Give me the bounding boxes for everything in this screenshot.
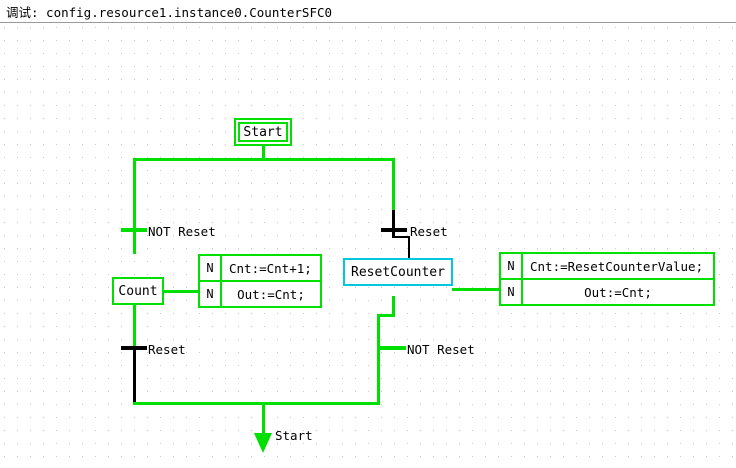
step-resetcounter[interactable]: ResetCounter <box>343 258 453 286</box>
divergence-bar-top <box>133 158 395 161</box>
jump-arrow-icon[interactable] <box>254 433 272 453</box>
jump-target-label: Start <box>275 428 313 443</box>
step-count-label: Count <box>118 283 158 299</box>
action-row[interactable]: N Out:=Cnt; <box>501 278 713 304</box>
page-title: 调试: config.resource1.instance0.CounterSF… <box>6 4 333 20</box>
convergence-bar-bottom <box>133 402 380 405</box>
transition-label-reset-bottom: Reset <box>148 342 186 357</box>
transition-bar-not-reset-top[interactable] <box>121 228 147 232</box>
step-resetcounter-label: ResetCounter <box>351 264 445 280</box>
wire-resetcounter-jog-horizontal <box>377 314 395 317</box>
wire-right-branch-upper <box>392 158 395 210</box>
wire-count-to-actions <box>163 290 199 293</box>
transition-label-reset-top: Reset <box>410 224 448 239</box>
transition-bar-reset-top[interactable] <box>381 228 407 232</box>
step-count[interactable]: Count <box>112 277 164 305</box>
action-qualifier: N <box>501 254 523 278</box>
action-row[interactable]: N Cnt:=Cnt+1; <box>200 256 320 280</box>
wire-resetcounter-jog-vertical <box>377 314 380 405</box>
step-start-label: Start <box>243 124 283 140</box>
wire-resetcounter-to-not-reset <box>392 296 395 316</box>
wire-left-branch-upper <box>133 158 136 210</box>
wire-resetcounter-to-actions <box>452 288 500 291</box>
wire-left-branch-lower-inactive <box>133 348 136 405</box>
step-start[interactable]: Start <box>234 118 292 146</box>
action-body: Out:=Cnt; <box>237 286 305 302</box>
transition-label-not-reset-top: NOT Reset <box>148 224 216 239</box>
action-block-resetcounter[interactable]: N Cnt:=ResetCounterValue; N Out:=Cnt; <box>499 252 715 306</box>
window-title-bar: 调试: config.resource1.instance0.CounterSF… <box>0 0 736 23</box>
action-row[interactable]: N Cnt:=ResetCounterValue; <box>501 254 713 278</box>
wire-count-to-reset <box>133 282 136 348</box>
transition-label-not-reset-bottom: NOT Reset <box>407 342 475 357</box>
wire-right-branch-jog-horizontal <box>392 236 410 238</box>
action-qualifier: N <box>200 282 222 306</box>
transition-bar-reset-bottom[interactable] <box>121 346 147 350</box>
action-body: Cnt:=ResetCounterValue; <box>530 258 704 274</box>
wire-right-branch-jog-vertical <box>408 236 410 258</box>
wire-right-branch-inactive <box>392 210 395 238</box>
action-row[interactable]: N Out:=Cnt; <box>200 280 320 306</box>
wire-left-branch-to-count <box>133 210 136 254</box>
action-body: Out:=Cnt; <box>584 284 652 300</box>
wire-convergence-to-jump <box>262 402 265 437</box>
action-block-count[interactable]: N Cnt:=Cnt+1; N Out:=Cnt; <box>198 254 322 308</box>
action-qualifier: N <box>200 256 222 280</box>
transition-bar-not-reset-bottom[interactable] <box>380 346 406 350</box>
sfc-editor-canvas[interactable]: Start NOT Reset Reset Count N Cnt:=Cnt+1… <box>0 24 736 468</box>
action-qualifier: N <box>501 280 523 304</box>
action-body: Cnt:=Cnt+1; <box>229 260 312 276</box>
